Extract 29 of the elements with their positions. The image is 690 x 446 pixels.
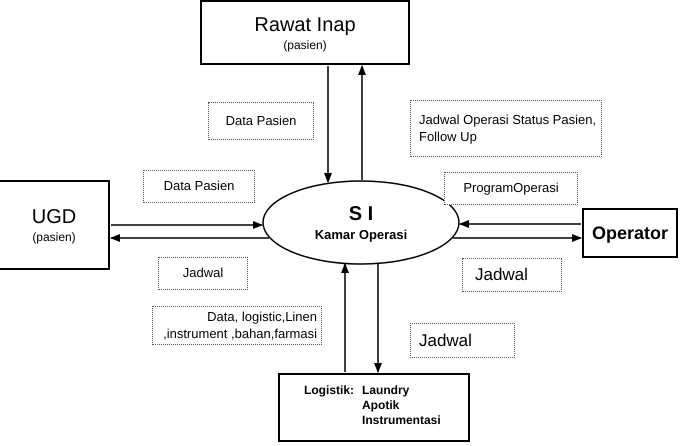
node-subtitle: (pasien): [283, 38, 327, 52]
arrow: [374, 264, 382, 373]
node-title: UGD: [32, 205, 76, 230]
edge-label: Jadwal: [410, 323, 515, 358]
arrow: [358, 65, 366, 180]
edge-label: Data, logistic,Linen ,instrument ,bahan,farmasi: [152, 306, 322, 345]
arrow: [459, 220, 581, 228]
node-subtitle: (pasien): [32, 230, 76, 245]
node-title: Logistik:: [304, 383, 354, 398]
arrow: [110, 234, 269, 242]
edge-label: Data Pasien: [208, 102, 314, 140]
edge-label: Jadwal Operasi Status Pasien, Follow Up: [410, 100, 602, 157]
node-title: Operator: [592, 222, 668, 244]
arrow: [453, 234, 582, 242]
entity-box: [278, 373, 470, 442]
entity-box: [0, 180, 110, 270]
arrow: [341, 263, 349, 372]
node-title: Rawat Inap: [254, 12, 356, 38]
arrow: [111, 221, 263, 229]
node-subtitle: Kamar Operasi: [314, 226, 408, 244]
arrow: [324, 66, 332, 183]
edge-label: Jadwal: [158, 257, 248, 290]
edge-label: ProgramOperasi: [444, 172, 578, 205]
edge-label: Data Pasien: [143, 170, 255, 203]
entity-box: [200, 0, 410, 65]
node-title: S I: [348, 202, 374, 227]
edge-label: Jadwal: [462, 258, 562, 292]
entity-box: [582, 208, 678, 258]
node-subtitle: Laundry Apotik Instrumentasi: [362, 383, 442, 428]
